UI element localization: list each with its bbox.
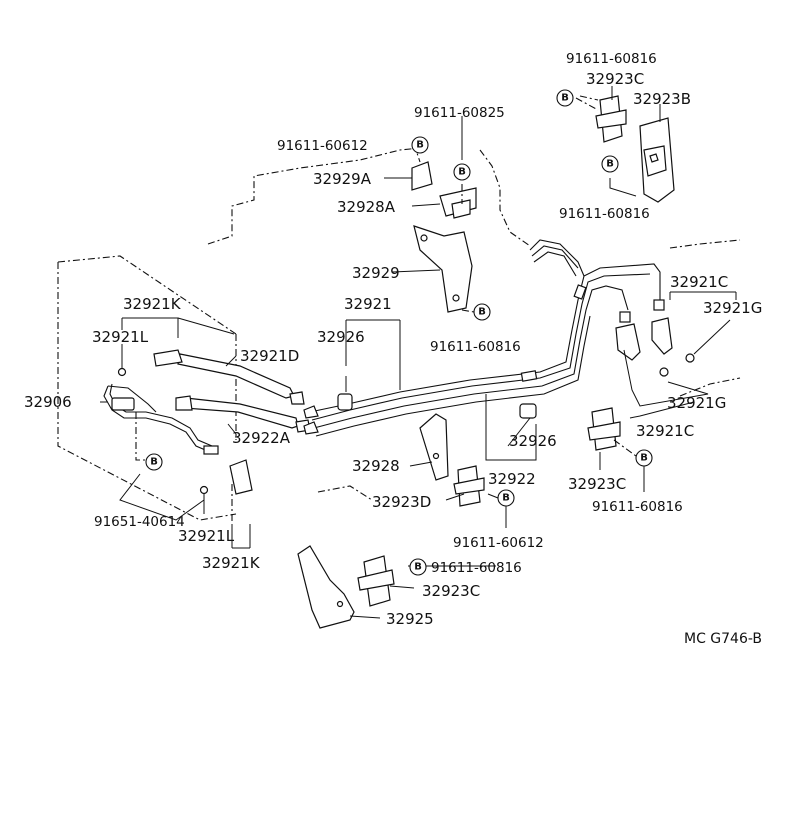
bolt-symbol-text: B [150,457,158,468]
label-32923B: 32923B [633,90,691,108]
label-32921C-bottom: 32921C [636,422,694,440]
union-32921C [615,323,641,361]
label-32926-top: 32926 [317,328,365,346]
label-32921G-bottom: 32921G [667,394,726,412]
tube-nut [619,311,631,323]
bolt-symbols: B B B B B B B B B [145,89,653,576]
label-32926-bottom: 32926 [509,432,557,450]
hose-fitting [175,395,193,411]
tube-nut [203,445,219,455]
tube-32906 [103,383,219,455]
bolt-symbol-text: B [414,562,422,573]
label-91611-60816-lowright: 91611-60816 [592,499,683,515]
label-32922: 32922 [488,470,536,488]
bracket-32925 [297,545,355,629]
bolt-symbol-text: B [640,453,648,464]
bracket-32928 [419,413,449,481]
label-91611-60816-right: 91611-60816 [559,206,650,222]
tube-sleeve [520,370,538,382]
label-32923C-mid: 32923C [568,475,626,493]
label-32929: 32929 [352,264,400,282]
label-32906: 32906 [24,393,72,411]
bolt-symbol [453,163,471,181]
body-outline [57,95,741,521]
part-labels: 91611-60816 32923C 32923B 91611-60825 91… [24,51,762,647]
reference-code: MC G746-B [684,631,762,647]
tube-nut [653,299,665,311]
clamp-32923C-bottom [357,555,395,607]
bolt-symbol-text: B [478,307,486,318]
bolt-symbol-text: B [458,167,466,178]
bolt-symbol-text: B [561,93,569,104]
label-32928: 32928 [352,457,400,475]
clamp-32923C-top [595,95,627,143]
label-32923C-top: 32923C [586,70,644,88]
label-32921D: 32921D [240,347,299,365]
brake-tube-bundle [309,239,661,437]
hose-fitting [289,391,305,405]
label-91611-60816-mid: 91611-60816 [430,339,521,355]
tube-clip [111,397,135,411]
fittings-right [615,299,695,377]
union-32921K [229,459,253,495]
label-32921K-bottom: 32921K [202,554,261,572]
union-fitting [303,421,319,435]
bolt-symbol [601,155,619,173]
gasket-32921G [685,353,695,363]
union-fitting [303,405,319,419]
label-32925: 32925 [386,610,434,628]
hose-32922A [183,397,299,429]
label-91611-60816-top: 91611-60816 [566,51,657,67]
label-32921L-top: 32921L [92,328,149,346]
tube-sleeve [573,284,587,300]
gasket-32921L [199,485,209,495]
label-32923D: 32923D [372,493,431,511]
label-91611-60825: 91611-60825 [414,105,505,121]
grommet-32926 [337,393,537,419]
label-32921G-top: 32921G [703,299,762,317]
bolt-symbol-text: B [606,159,614,170]
flexible-hoses [153,349,319,435]
label-32921: 32921 [344,295,392,313]
clamp-32923D [453,465,485,507]
bolt-symbol [497,489,515,507]
label-32928A: 32928A [337,198,396,216]
leader-lines [100,86,737,619]
bolt-symbol [473,303,491,321]
bolt-symbol-text: B [502,493,510,504]
bracket-32923B [639,117,675,203]
bolt-symbol [145,453,163,471]
label-91611-60612-top: 91611-60612 [277,138,368,154]
union-32921C [651,317,673,355]
label-91611-60612-bottom: 91611-60612 [453,535,544,551]
bracket-32928A [439,187,477,219]
bolt-symbol [635,449,653,467]
bracket-32929A [411,161,433,191]
gasket-32921L [117,367,127,377]
label-32921K-top: 32921K [123,295,182,313]
label-32921L-bottom: 32921L [178,527,235,545]
label-32921C-right: 32921C [670,273,728,291]
bolt-symbol [556,89,574,107]
fittings-left [117,367,253,495]
label-91611-60816-bottom: 91611-60816 [431,560,522,576]
bolt-symbol [409,558,427,576]
label-32923C-bottom: 32923C [422,582,480,600]
gasket-32921G [659,367,669,377]
bracket-32929 [413,225,473,313]
bolt-symbol [411,136,429,154]
label-91651-40614: 91651-40614 [94,514,185,530]
bolt-symbol-text: B [416,140,424,151]
hose-fitting [153,349,183,367]
clamp-32923C-mid [587,407,621,451]
label-32929A: 32929A [313,170,372,188]
label-32922A: 32922A [232,429,291,447]
